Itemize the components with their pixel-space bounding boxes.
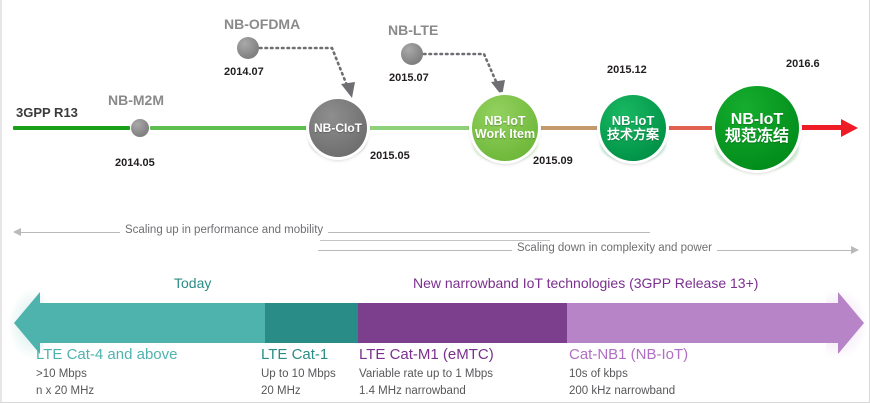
node-circle-nb-iot-work-item[interactable]: NB-IoT Work Item [472,95,538,161]
band-header-today: Today [174,275,212,291]
timeline-end-arrow-icon [841,119,858,137]
node-circle-nb-iot-work-item-line2: Work Item [474,127,536,141]
band-segment-lte-cat-1[interactable] [265,303,358,343]
tech-title-lte-cat-4: LTE Cat-4 and above [36,346,178,363]
node-circle-nb-iot-spec-freeze-line1: NB-IoT [730,110,784,128]
tech-sub-cat-nb1-line1: 10s of kbps [569,368,628,380]
node-circle-nb-iot-spec-freeze[interactable]: NB-IoT 规范冻结 [715,86,799,170]
node-circle-nb-iot-spec-freeze-line2: 规范冻结 [724,128,789,145]
scaling-up-line [20,232,650,233]
timeline-segment-salmon [666,126,716,130]
scaling-up-arrow-icon [13,227,21,236]
band-segment-cat-nb1[interactable] [567,303,840,343]
node-label-nb-lte: NB-LTE [388,22,439,38]
node-date-nb-iot-tech-scheme: 2015.12 [607,64,647,76]
node-dot-nb-lte[interactable] [401,43,423,65]
tech-sub-lte-cat-m1-line2: 1.4 MHz narrowband [359,384,466,397]
tech-sub-lte-cat-1-line2: 20 MHz [261,384,301,397]
connector-nb-ofdma-to-nb-ciot-icon [258,46,355,98]
node-date-nb-ofdma: 2014.07 [224,66,264,78]
node-date-nb-iot-spec-freeze: 2016.6 [786,58,820,70]
timeline-segment-dark-green [13,126,130,130]
node-label-nb-ofdma: NB-OFDMA [224,16,301,32]
tech-title-lte-cat-m1: LTE Cat-M1 (eMTC) [359,346,494,363]
scaling-down-label: Scaling down in complexity and power [512,242,717,254]
node-dot-nb-ofdma[interactable] [237,37,259,59]
band-left-arrow-icon [14,292,40,354]
tech-title-cat-nb1: Cat-NB1 (NB-IoT) [569,346,689,363]
node-dot-nb-m2m[interactable] [131,119,149,137]
timeline-segment-light-green [366,126,473,130]
connector-nb-lte-to-nb-iot-work-item-icon [422,52,505,96]
tech-sub-lte-cat-4-line1: >10 Mbps [36,368,87,380]
band-right-arrow-icon [838,292,864,354]
scaling-down-arrow-icon [851,245,859,254]
node-circle-nb-iot-work-item-line1: NB-IoT [484,113,526,128]
node-date-nb-m2m: 2014.05 [115,157,155,169]
band-header-new-narrowband: New narrowband IoT technologies (3GPP Re… [413,275,759,291]
node-date-nb-ciot: 2015.05 [370,150,410,162]
timeline-segment-mid-green [150,126,310,130]
scaling-down-row: Scaling down in complexity and power [0,242,869,258]
timeline-segment-red [799,125,844,130]
tech-sub-lte-cat-1: Up to 10 Mbps 20 MHz [261,366,336,399]
node-date-nb-iot-work-item: 2015.09 [533,155,573,167]
band-segment-lte-cat-4[interactable] [40,303,265,343]
tech-sub-cat-nb1: 10s of kbps 200 kHz narrowband [569,366,675,399]
node-circle-nb-ciot[interactable]: NB-CIoT [309,99,367,157]
tech-title-lte-cat-1: LTE Cat-1 [261,346,329,363]
tech-sub-lte-cat-m1: Variable rate up to 1 Mbps 1.4 MHz narro… [359,366,493,399]
node-circle-nb-iot-tech-scheme-line1: NB-IoT [611,112,655,128]
band-segment-lte-cat-m1[interactable] [358,303,567,343]
scaling-divider-rule [320,240,550,241]
node-circle-nb-ciot-label: NB-CIoT [314,120,362,135]
tech-sub-lte-cat-4-line2: n x 20 MHz [36,384,95,397]
node-date-nb-lte: 2015.07 [389,72,429,84]
tech-sub-lte-cat-m1-line1: Variable rate up to 1 Mbps [359,368,494,380]
node-circle-nb-iot-tech-scheme-line2: 技术方案 [606,127,659,142]
node-circle-nb-iot-tech-scheme[interactable]: NB-IoT 技术方案 [600,95,666,161]
tech-sub-cat-nb1-line2: 200 kHz narrowband [569,384,676,397]
node-label-nb-m2m: NB-M2M [108,92,164,108]
scaling-up-row: Scaling up in performance and mobility [0,224,869,240]
timeline-segment-tan [538,126,600,130]
era-label-3gpp-r13: 3GPP R13 [16,105,78,120]
scaling-up-label: Scaling up in performance and mobility [120,224,329,236]
tech-sub-lte-cat-4: >10 Mbps n x 20 MHz [36,366,94,399]
tech-sub-lte-cat-1-line1: Up to 10 Mbps [261,368,336,380]
